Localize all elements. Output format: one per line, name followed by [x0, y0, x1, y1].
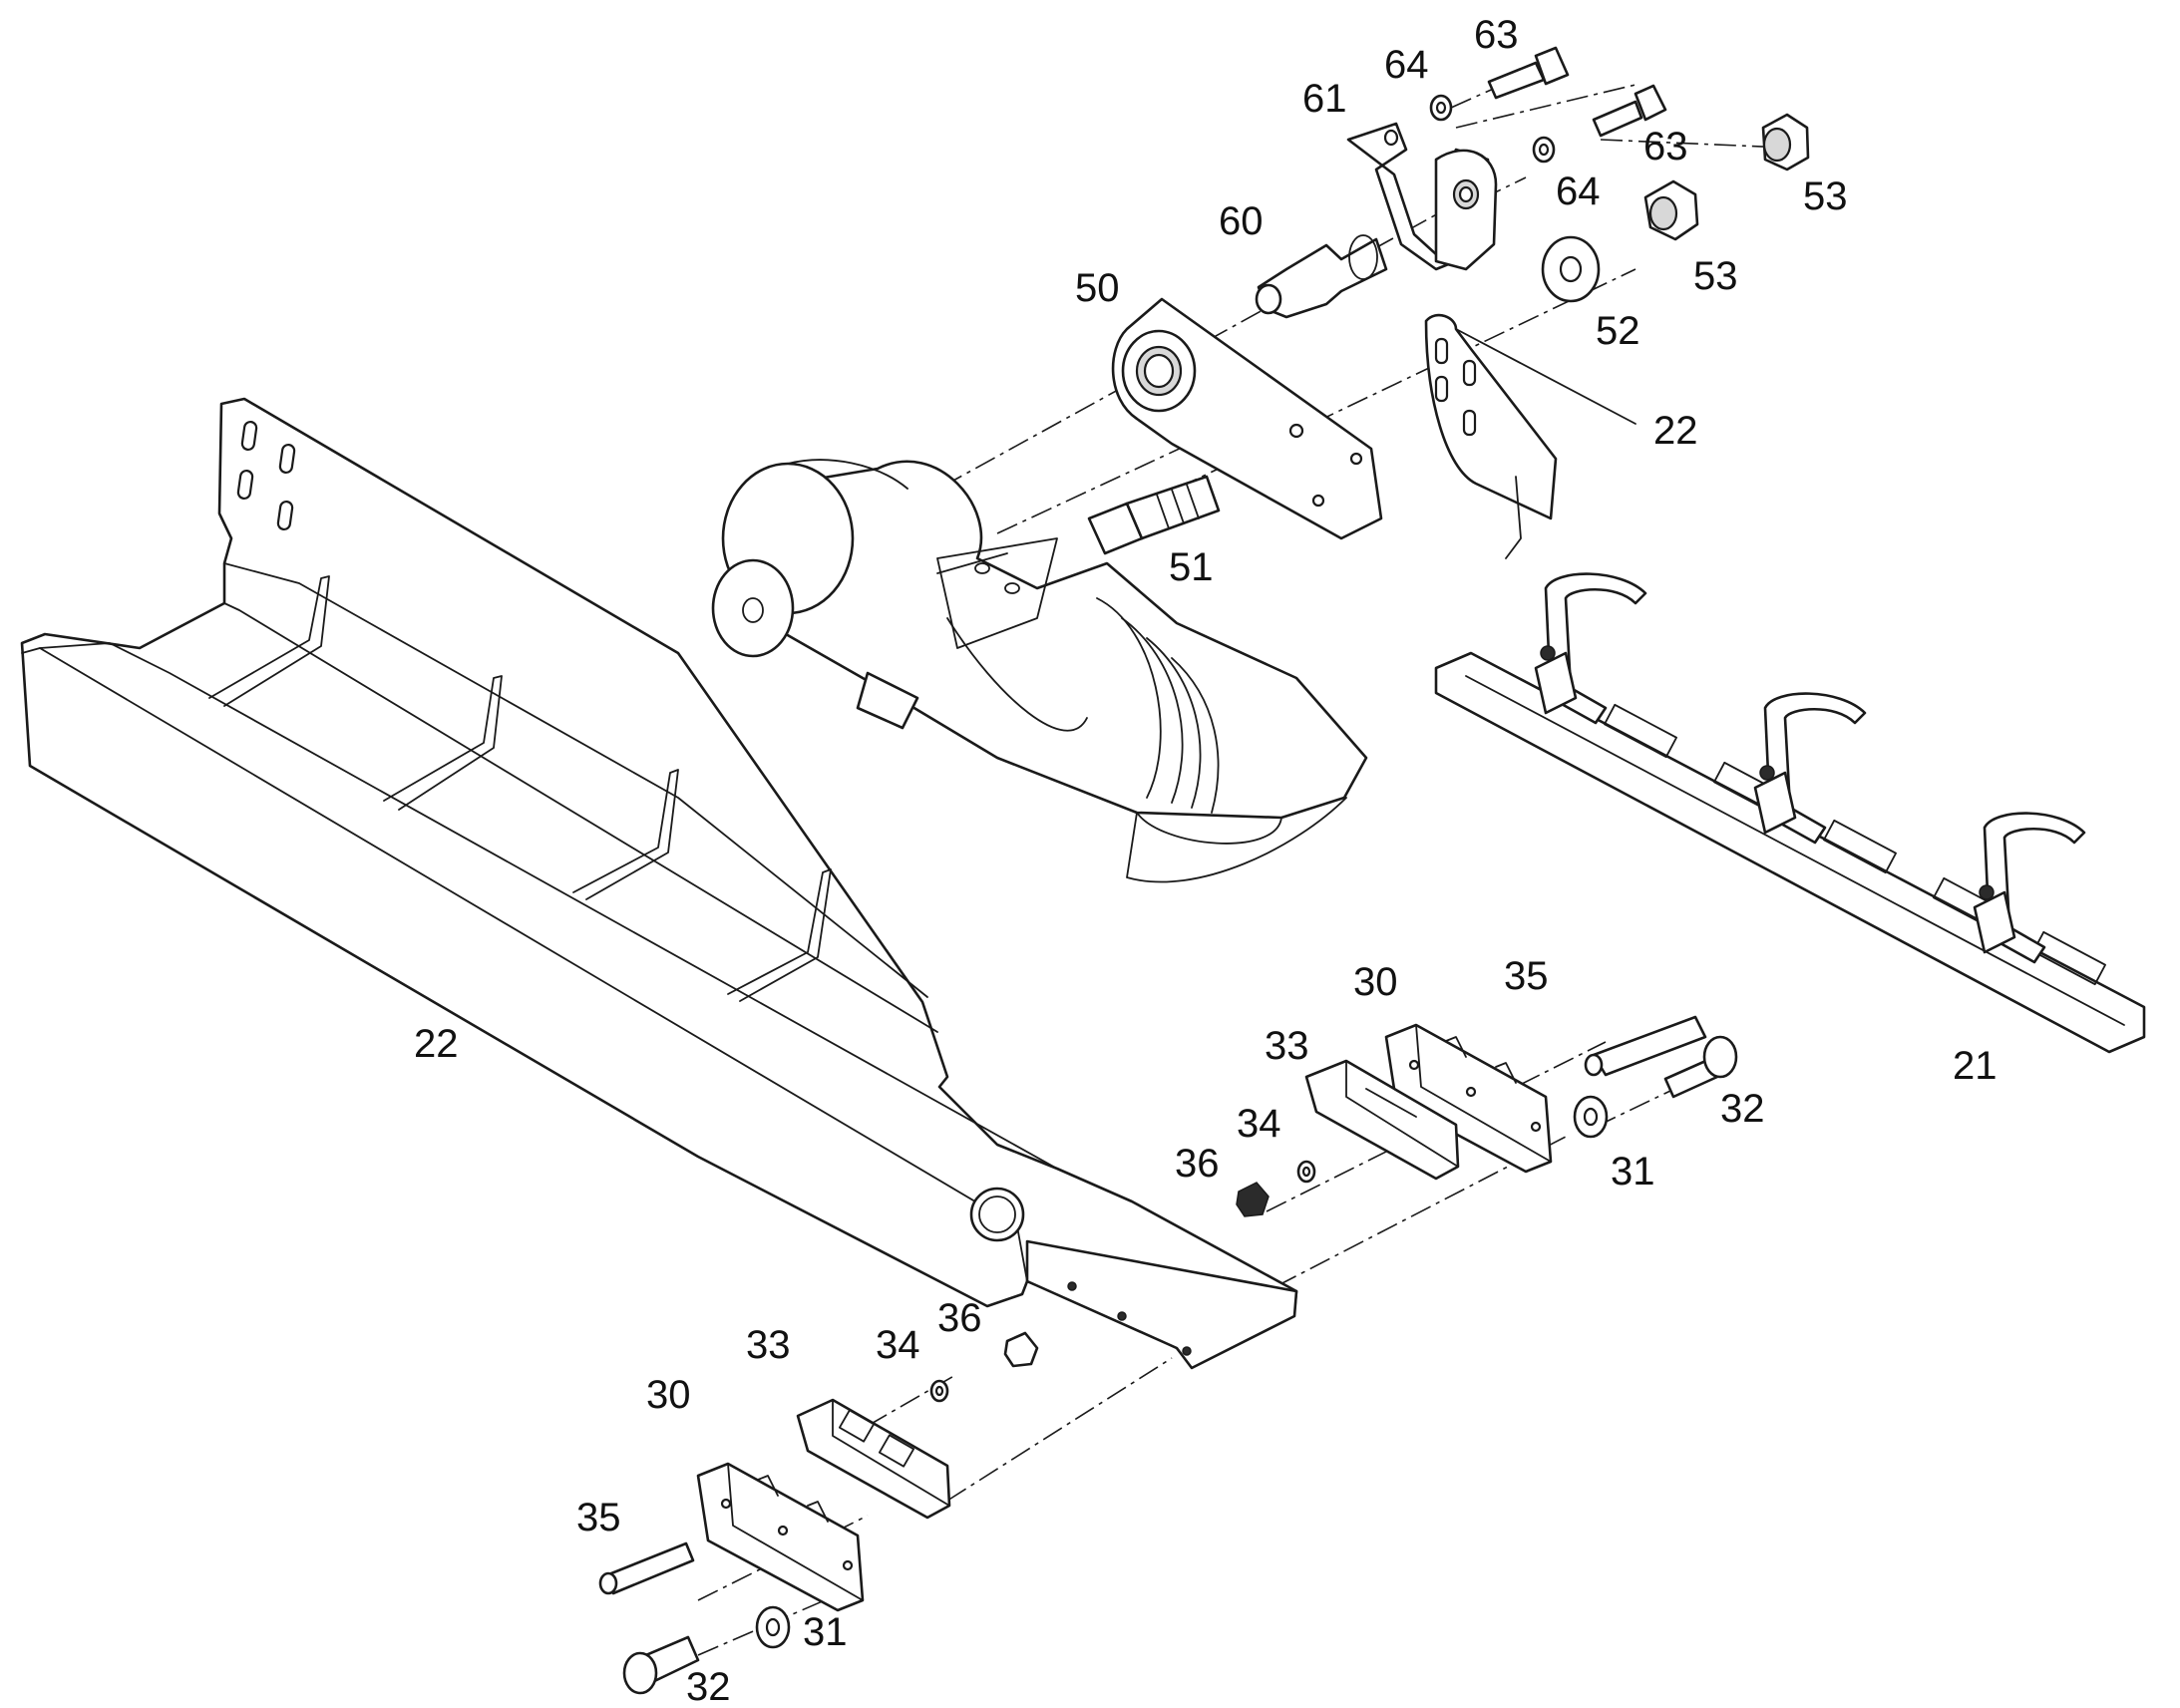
label-34: 34 [1237, 1102, 1281, 1146]
label-33: 33 [746, 1323, 791, 1367]
bolts-63-washers-64 [1429, 46, 1667, 164]
label-51: 51 [1169, 545, 1214, 589]
label-63: 63 [1474, 13, 1519, 57]
part-22-mount-plate [1424, 313, 1636, 559]
label-31: 31 [803, 1610, 848, 1654]
label-21: 21 [1953, 1044, 1998, 1088]
upper-slide-assembly [1236, 1015, 1738, 1217]
part-labels: 63 64 61 60 63 64 53 53 52 50 22 51 22 2… [414, 13, 1998, 1708]
label-52: 52 [1596, 309, 1640, 353]
label-35: 35 [1504, 954, 1549, 998]
part-50-link [1111, 297, 1383, 540]
label-22: 22 [1653, 409, 1698, 453]
part-51-bolt [1087, 475, 1221, 555]
label-32: 32 [1720, 1087, 1765, 1131]
label-30: 30 [1353, 960, 1398, 1004]
part-61-bracket [1346, 122, 1498, 271]
label-53: 53 [1803, 174, 1848, 218]
label-22: 22 [414, 1022, 459, 1066]
hydraulic-cylinder [711, 459, 1368, 883]
label-33: 33 [1265, 1024, 1309, 1068]
washer-52-nuts-53 [1541, 113, 1810, 303]
lower-slide-assembly [598, 1331, 1039, 1695]
label-63: 63 [1643, 125, 1688, 169]
label-36: 36 [937, 1296, 982, 1340]
part-60-pin [1255, 234, 1388, 319]
label-50: 50 [1075, 266, 1120, 310]
label-34: 34 [876, 1323, 920, 1367]
label-30: 30 [646, 1373, 691, 1417]
part-21-clamp-rail [1434, 572, 2146, 1054]
label-36: 36 [1175, 1142, 1220, 1186]
label-64: 64 [1556, 170, 1601, 213]
label-53: 53 [1693, 254, 1738, 298]
label-64: 64 [1384, 43, 1429, 87]
part-22-shield [20, 397, 1298, 1370]
label-61: 61 [1302, 77, 1347, 121]
label-32: 32 [686, 1665, 731, 1708]
label-31: 31 [1611, 1150, 1655, 1194]
label-60: 60 [1219, 199, 1264, 243]
label-35: 35 [576, 1496, 621, 1539]
